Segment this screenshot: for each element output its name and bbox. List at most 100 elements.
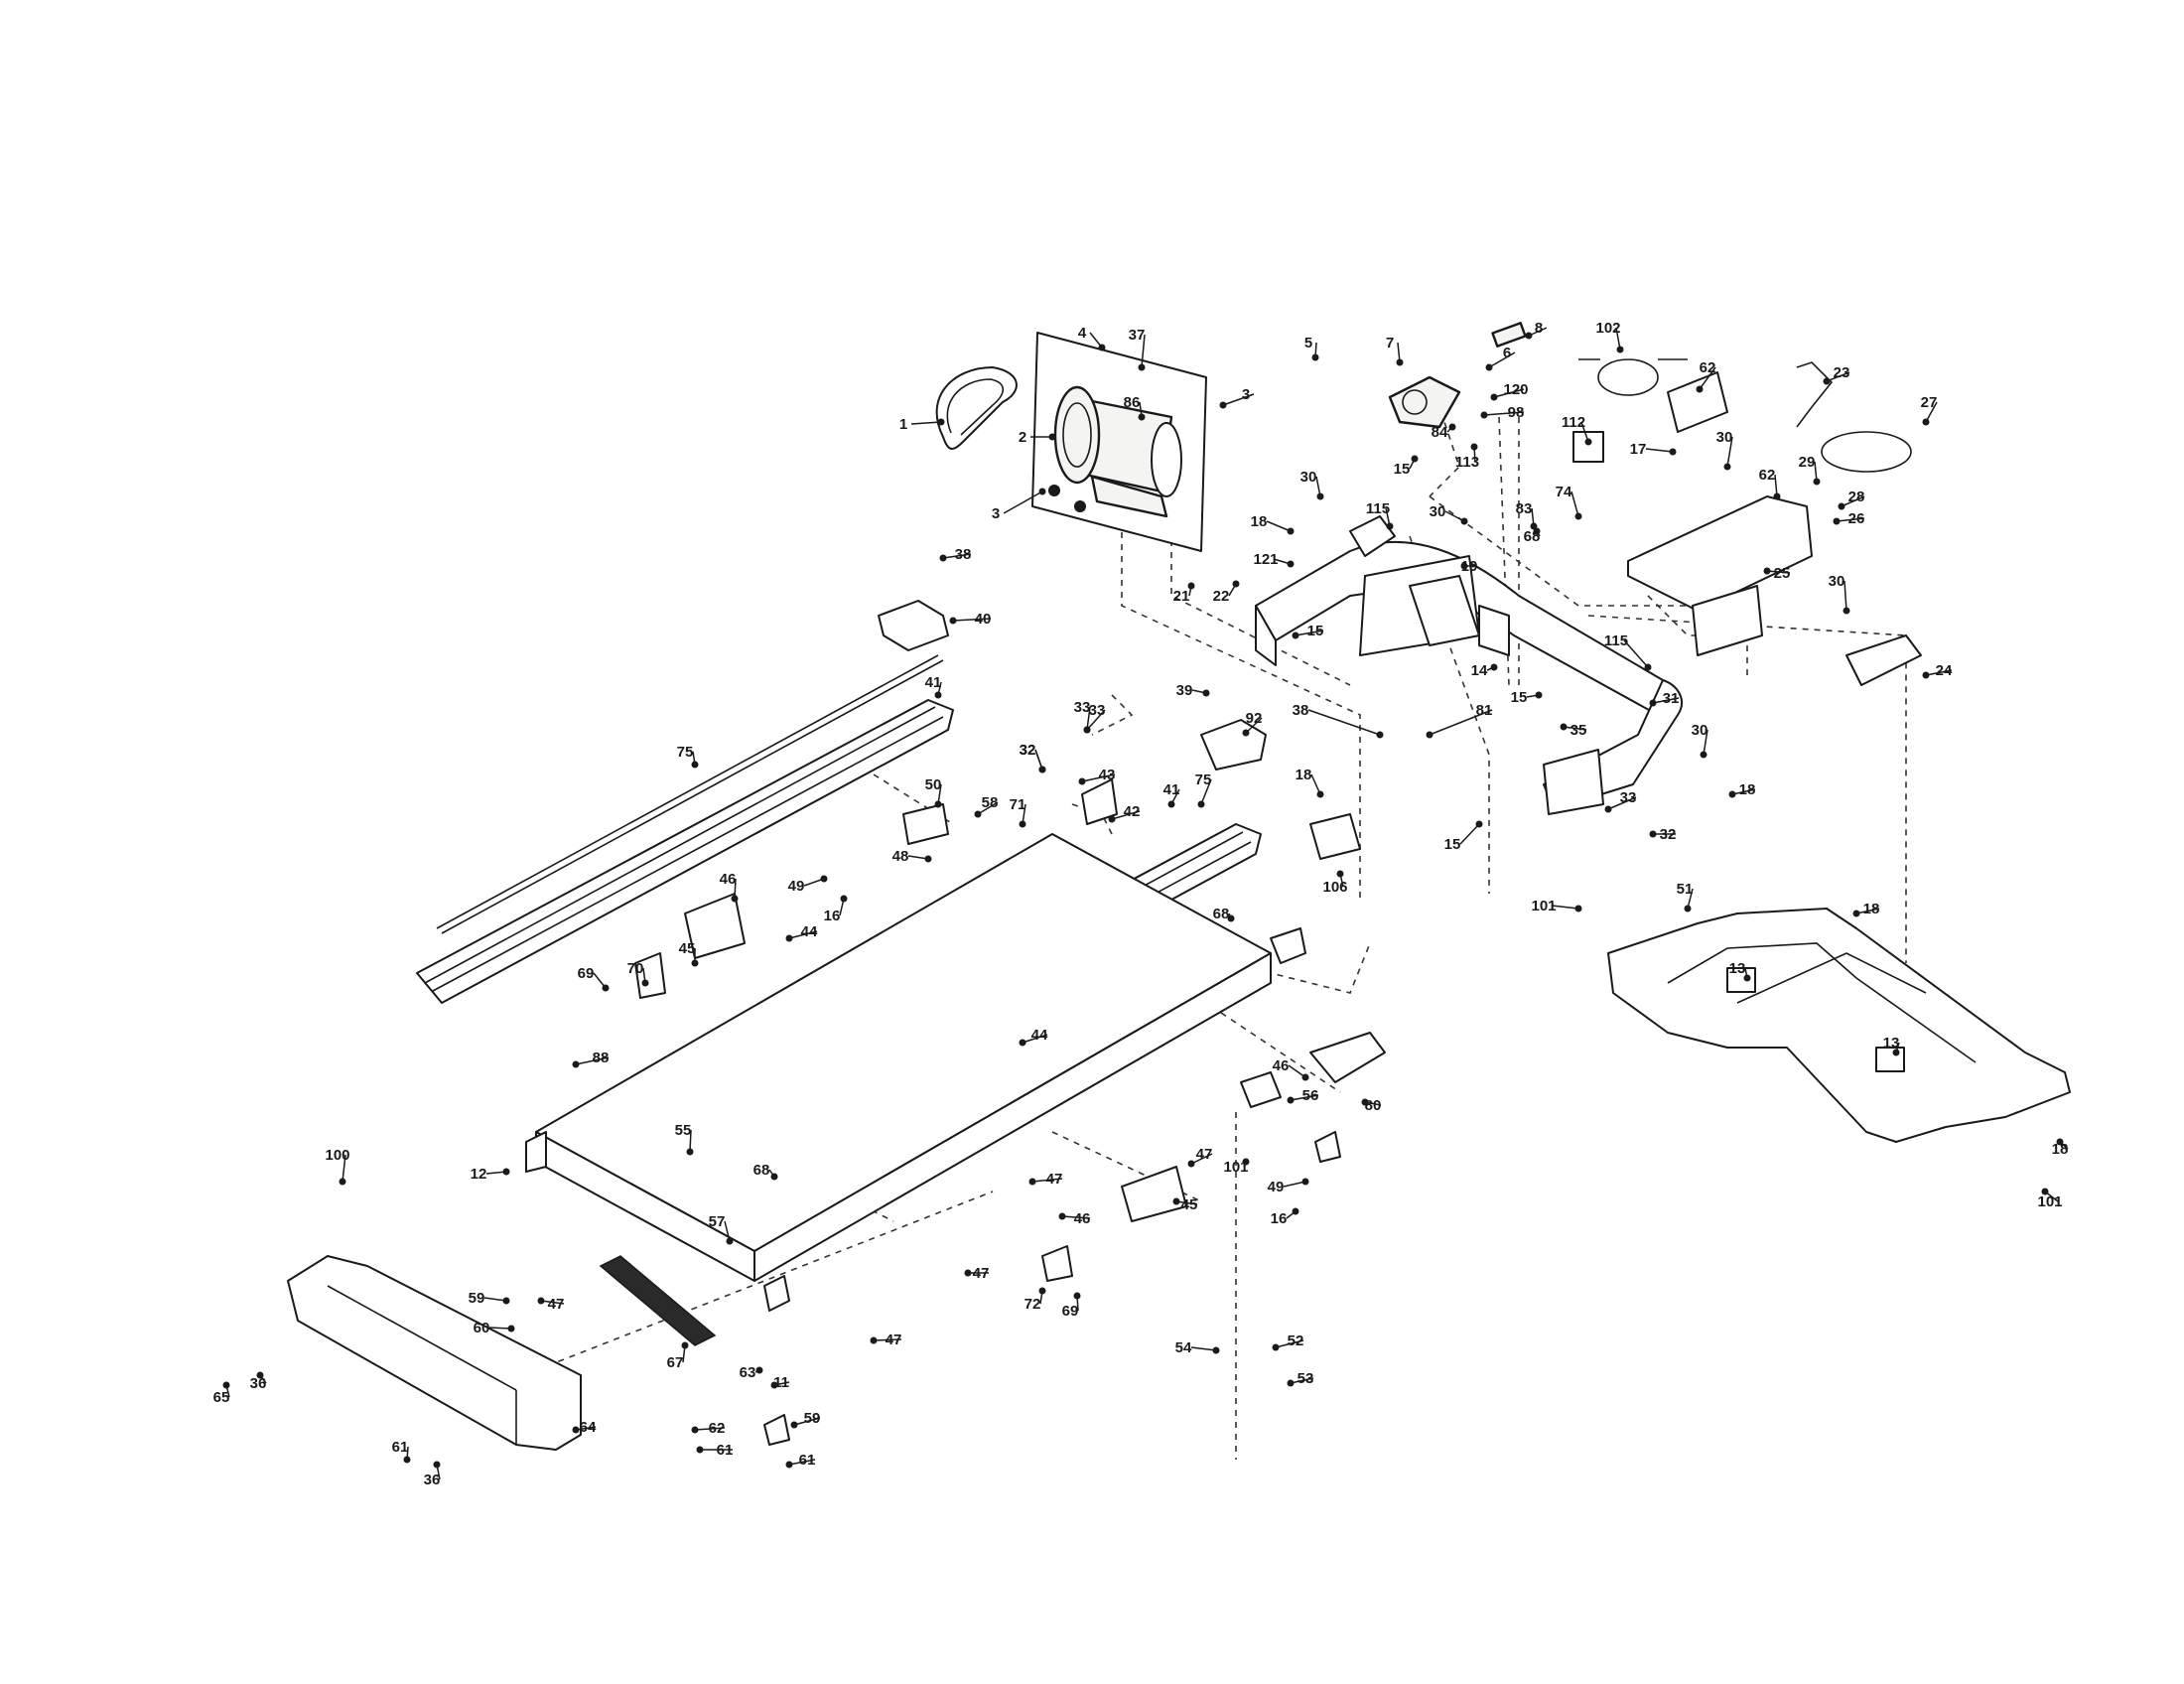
callout-leader-120 (1493, 388, 1525, 398)
callout-label-6: 6 (1503, 345, 1511, 361)
callout-label-74: 74 (1556, 484, 1572, 500)
hardware-dot-58 (974, 810, 982, 818)
callout-label-32a: 32 (1660, 826, 1677, 843)
hardware-dot-43 (1078, 777, 1086, 785)
callout-label-14: 14 (1471, 662, 1488, 679)
hardware-dot-38b (939, 554, 947, 562)
callout-label-49b: 49 (1268, 1179, 1285, 1195)
callout-leader-43 (1081, 773, 1116, 782)
callout-leader-18d (1855, 908, 1880, 914)
callout-label-84: 84 (1432, 424, 1448, 441)
callout-label-18a: 18 (1251, 513, 1268, 530)
callout-leader-53 (1290, 1377, 1314, 1384)
callout-label-49a: 49 (788, 878, 805, 895)
callout-label-45b: 45 (1181, 1196, 1198, 1213)
callout-leader-62a (1699, 366, 1716, 390)
callout-leader-3a (1003, 491, 1043, 514)
callout-label-22: 22 (1213, 588, 1230, 605)
hardware-dot-8 (1525, 332, 1533, 340)
callout-label-42: 42 (1124, 803, 1141, 820)
callout-label-38a: 38 (1293, 702, 1309, 719)
hardware-dot-13b (1892, 1049, 1900, 1056)
hardware-dot-5 (1311, 353, 1319, 361)
hardware-dot-23 (1823, 377, 1831, 385)
hardware-dot-48 (924, 855, 932, 863)
callout-label-121: 121 (1253, 551, 1278, 568)
callout-label-28: 28 (1848, 489, 1865, 505)
hardware-dot-45a (691, 959, 699, 967)
callout-label-63: 63 (740, 1364, 756, 1381)
callout-label-68a: 68 (1524, 528, 1541, 545)
callout-label-101a: 101 (1223, 1159, 1248, 1176)
callout-label-15d: 15 (1444, 836, 1461, 853)
hardware-dot-72 (1038, 1287, 1046, 1295)
hardware-dot-6 (1485, 363, 1493, 371)
callout-label-88: 88 (593, 1050, 610, 1066)
callout-label-40: 40 (975, 611, 992, 628)
callout-label-23: 23 (1834, 364, 1850, 381)
hardware-dot-31 (1649, 699, 1657, 707)
callout-leader-6 (1488, 351, 1516, 368)
callout-leader-52 (1275, 1339, 1304, 1348)
callout-leader-62c (694, 1427, 726, 1431)
hardware-dot-18c (1316, 790, 1324, 798)
callout-label-16a: 16 (824, 908, 841, 924)
hardware-dot-41b (1167, 800, 1175, 808)
callout-label-61a: 61 (392, 1439, 409, 1456)
hardware-dot-16a (840, 895, 848, 903)
callout-leader-1 (910, 421, 942, 425)
callout-leader-49a (803, 878, 825, 887)
hardware-dot-28 (1838, 502, 1845, 510)
hardware-dot-33a (1604, 805, 1612, 813)
hardware-dot-15b (1292, 632, 1299, 639)
callout-leader-3b (1222, 393, 1255, 406)
callout-leader-47a (1190, 1153, 1213, 1165)
hardware-dot-50 (934, 800, 942, 808)
callout-label-62a: 62 (1700, 359, 1716, 376)
callout-label-64: 64 (580, 1419, 597, 1436)
callout-label-75a: 75 (677, 744, 694, 761)
callout-leader-25 (1766, 570, 1791, 574)
hardware-dot-30d (1460, 517, 1468, 525)
brackets (525, 600, 1386, 1446)
hardware-dot-42 (1108, 815, 1116, 823)
callout-label-71: 71 (1010, 796, 1026, 813)
callout-label-7: 7 (1386, 335, 1394, 351)
hardware-dot-70 (641, 979, 649, 987)
callout-leader-100 (341, 1154, 346, 1183)
hardware-dot-30c (1316, 492, 1324, 500)
hardware-dot-61a (403, 1456, 411, 1464)
callout-label-120: 120 (1503, 381, 1528, 398)
callout-label-30d: 30 (1430, 503, 1446, 520)
hardware-dot-100 (339, 1178, 346, 1186)
callout-leader-46c (1061, 1215, 1091, 1219)
callout-label-31: 31 (1663, 690, 1680, 707)
callout-label-46a: 46 (720, 871, 737, 888)
hardware-dot-45b (1172, 1197, 1180, 1205)
hardware-dot-68a (1533, 527, 1541, 535)
hardware-dot-30e (1700, 751, 1707, 759)
callout-leader-75b (1200, 778, 1212, 805)
hardware-dot-115b (1644, 663, 1652, 671)
callout-label-30c: 30 (1300, 469, 1317, 486)
hardware-dot-18a (1287, 527, 1295, 535)
hardware-dot-26 (1833, 517, 1841, 525)
callout-label-15c: 15 (1511, 689, 1528, 706)
callout-leader-81 (1429, 709, 1493, 736)
drive-belt (935, 366, 1018, 450)
hardware-dot-101c (2041, 1188, 2049, 1195)
callout-leader-18a (1266, 520, 1292, 532)
hardware-dot-47b (1028, 1178, 1036, 1186)
hardware-dot-63 (755, 1366, 763, 1374)
callout-leader-18c (1310, 773, 1321, 795)
callout-leader-49b (1283, 1181, 1306, 1188)
hardware-dot-84 (1448, 423, 1456, 431)
hardware-dot-64 (572, 1426, 580, 1434)
callout-leader-33c (1086, 709, 1106, 731)
hardware-dot-24 (1922, 671, 1930, 679)
callout-leader-61c (788, 1459, 816, 1466)
hardware-dot-62c (691, 1426, 699, 1434)
callout-label-101b: 101 (1531, 898, 1556, 914)
hardware-dot-60 (507, 1325, 515, 1333)
